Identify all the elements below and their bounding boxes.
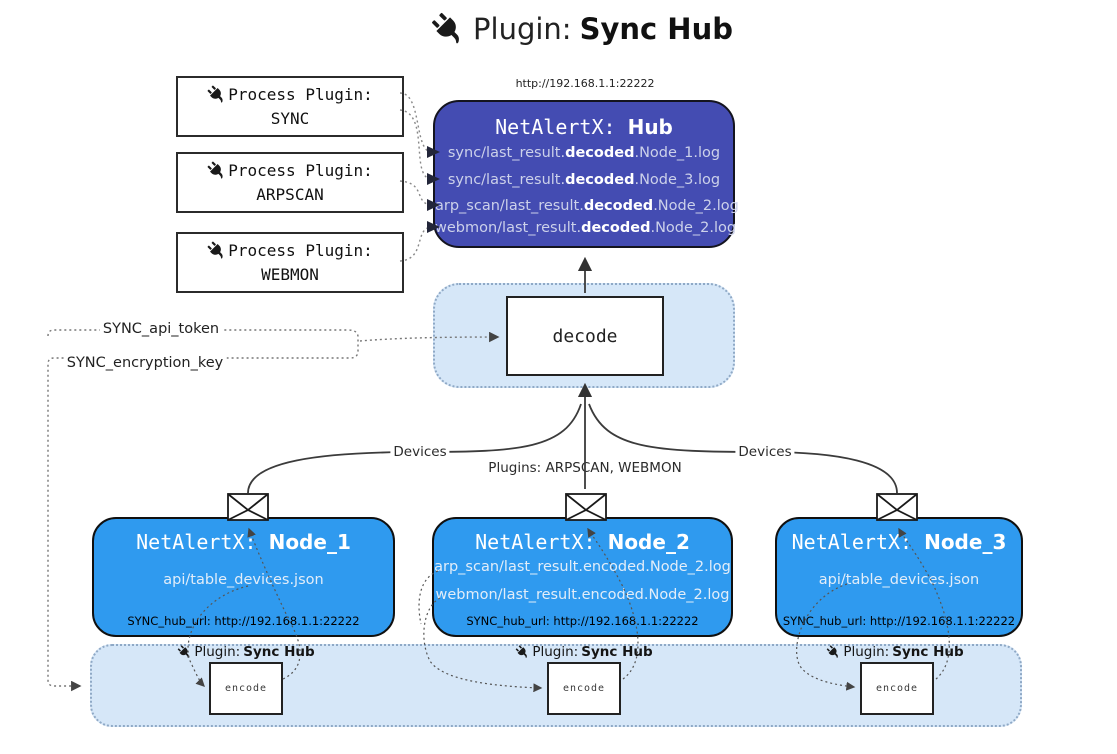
node-2-file: webmon/last_result.encoded.Node_2.log xyxy=(435,587,730,603)
node-3-file: api/table_devices.json xyxy=(818,572,980,588)
edge-label-devices-left: Devices xyxy=(390,444,450,460)
node-3-title: NetAlertX: Node_3 xyxy=(791,530,1007,554)
hub-log-line: webmon/last_result.decoded.Node_2.log xyxy=(435,220,737,236)
node-3-hub-url: SYNC_hub_url: http://192.168.1.1:22222 xyxy=(782,614,1016,628)
edge-label-plugins: Plugins: ARPSCAN, WEBMON xyxy=(488,460,682,476)
page-title-prefix: Plugin: xyxy=(473,12,572,46)
hub-title-bold: Hub xyxy=(627,115,673,139)
encode-section-label: Plugin: Sync Hub xyxy=(177,644,315,660)
hub-title: NetAlertX: Hub xyxy=(435,115,733,139)
node-3-box: NetAlertX: Node_3 api/table_devices.json… xyxy=(775,517,1023,637)
hub-log-line: sync/last_result.decoded.Node_1.log xyxy=(447,145,721,161)
plug-icon xyxy=(515,645,529,659)
hub-log-line: sync/last_result.decoded.Node_3.log xyxy=(447,172,721,188)
process-plugin-sync-box: Process Plugin: SYNC xyxy=(176,76,404,137)
process-plugin-name: SYNC xyxy=(270,108,310,128)
encode-box-2: encode xyxy=(547,662,621,715)
process-plugin-arpscan-box: Process Plugin: ARPSCAN xyxy=(176,152,404,213)
hub-url-label: http://192.168.1.1:22222 xyxy=(515,77,655,90)
hub-title-mono: NetAlertX: xyxy=(495,115,628,139)
hub-box: NetAlertX: Hub sync/last_result.decoded.… xyxy=(433,100,739,248)
process-plugin-label: Process Plugin: xyxy=(228,160,373,180)
sync-api-token-label: SYNC_api_token xyxy=(99,321,223,337)
page-title: Plugin: Sync Hub xyxy=(431,12,733,46)
plug-icon xyxy=(431,12,465,46)
encode-box-3: encode xyxy=(860,662,934,715)
process-plugin-label: Process Plugin: xyxy=(228,240,373,260)
node-1-hub-url: SYNC_hub_url: http://192.168.1.1:22222 xyxy=(127,614,360,628)
process-to-hub-connectors xyxy=(399,92,432,262)
process-plugin-webmon-box: Process Plugin: WEBMON xyxy=(176,232,404,293)
plug-icon xyxy=(207,85,226,104)
plug-icon xyxy=(207,161,226,180)
plug-icon xyxy=(177,645,191,659)
node-2-box: NetAlertX: Node_2 arp_scan/last_result.e… xyxy=(432,517,733,637)
page-title-bold: Sync Hub xyxy=(579,12,733,46)
encode-box-1: encode xyxy=(209,662,283,715)
process-plugin-name: WEBMON xyxy=(261,264,319,284)
edge-label-devices-right: Devices xyxy=(735,444,795,460)
node-2-file: arp_scan/last_result.encoded.Node_2.log xyxy=(434,559,731,575)
process-plugin-label: Process Plugin: xyxy=(228,84,373,104)
node-2-hub-url: SYNC_hub_url: http://192.168.1.1:22222 xyxy=(466,614,699,628)
sync-encryption-key-label: SYNC_encryption_key xyxy=(63,355,227,371)
hub-log-line: arp_scan/last_result.decoded.Node_2.log xyxy=(435,198,739,214)
process-plugin-name: ARPSCAN xyxy=(256,184,324,204)
node-1-file: api/table_devices.json xyxy=(163,572,324,588)
plug-icon xyxy=(826,645,840,659)
decode-box: decode xyxy=(506,296,664,376)
node-2-title: NetAlertX: Node_2 xyxy=(475,530,690,554)
encode-section-label: Plugin: Sync Hub xyxy=(515,644,653,660)
plug-icon xyxy=(207,241,226,260)
node-1-title: NetAlertX: Node_1 xyxy=(136,530,351,554)
encode-section-label: Plugin: Sync Hub xyxy=(826,644,964,660)
node-1-box: NetAlertX: Node_1 api/table_devices.json… xyxy=(92,517,395,637)
